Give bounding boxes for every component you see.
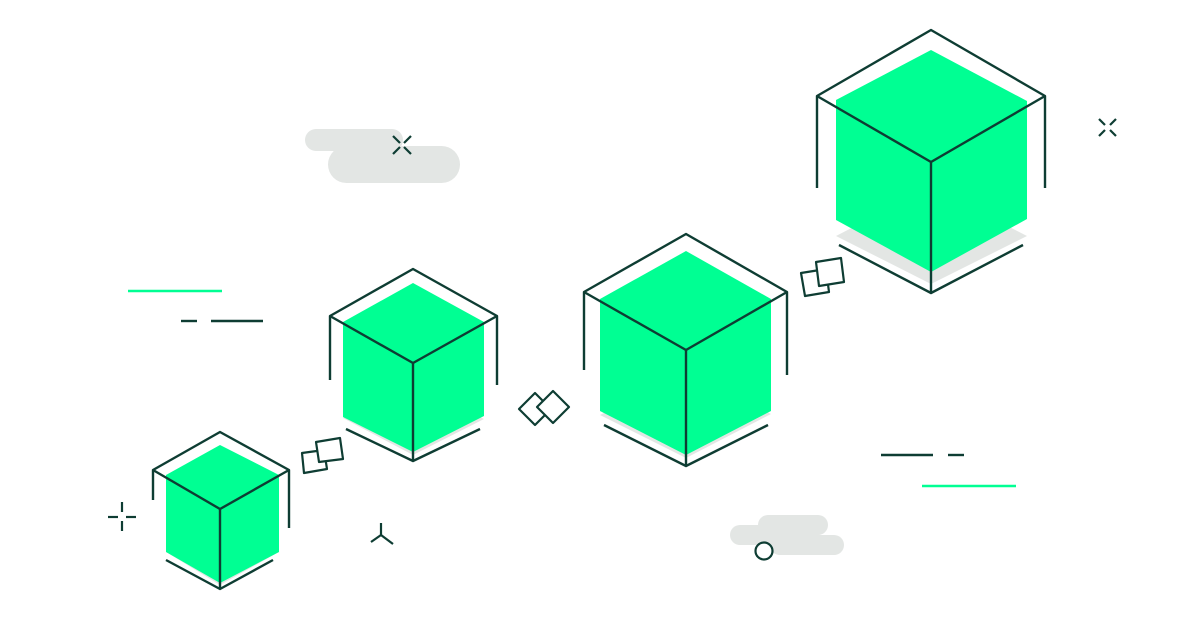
- block-base: [165, 558, 274, 591]
- block-outline: [328, 267, 499, 385]
- cloud-bottom: [730, 515, 844, 555]
- block-2: [328, 267, 499, 463]
- block-base: [603, 423, 769, 468]
- block-outline: [815, 28, 1047, 188]
- circle-icon: [754, 541, 774, 561]
- cross-icon: [392, 135, 412, 155]
- chain-link-icon: [799, 256, 846, 298]
- dash-lines-right: [881, 453, 1016, 488]
- block-4: [815, 28, 1047, 295]
- block-base: [838, 243, 1024, 295]
- chain-link-icon: [300, 436, 345, 475]
- dash-lines-left: [128, 289, 263, 323]
- block-fill: [166, 445, 279, 583]
- sparkle-icon: [108, 502, 136, 531]
- block-outline: [151, 430, 291, 528]
- triad-icon: [370, 523, 394, 545]
- block-3: [582, 232, 789, 468]
- chain-link-icon: [517, 389, 571, 427]
- block-outline: [582, 232, 789, 375]
- cross-icon: [1098, 118, 1117, 137]
- block-1: [151, 430, 291, 591]
- block-base: [345, 427, 481, 463]
- cloud-top: [305, 129, 460, 183]
